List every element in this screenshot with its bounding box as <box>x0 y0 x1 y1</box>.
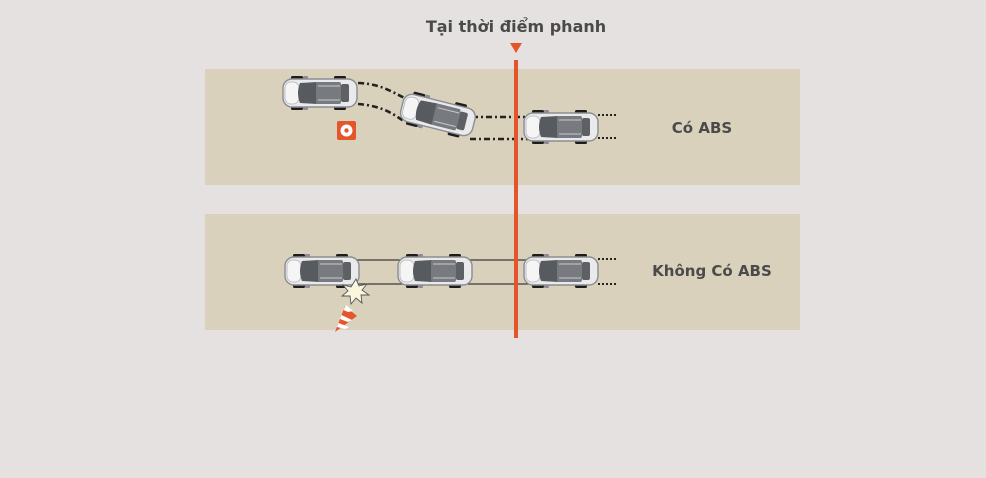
lane-no-abs: Không Có ABS <box>205 214 800 332</box>
skid-marks-abs <box>598 114 618 139</box>
diagram-title: Tại thời điểm phanh <box>426 17 606 36</box>
tire-tracks-abs <box>357 81 530 141</box>
car-no-abs-start <box>523 253 599 289</box>
car-abs-stopped <box>523 109 599 145</box>
impact-burst-icon <box>340 278 371 306</box>
lane-abs: Có ABS <box>205 69 800 185</box>
lane-label-no-abs: Không Có ABS <box>652 262 772 280</box>
triangle-down-icon <box>510 43 522 53</box>
car-no-abs-skid <box>397 253 473 289</box>
car-abs-start <box>282 75 358 111</box>
traffic-cone-icon <box>335 305 357 332</box>
skid-marks-no-abs <box>598 258 618 285</box>
lane-label-abs: Có ABS <box>672 119 732 137</box>
car-no-abs-crash <box>284 253 360 289</box>
obstacle-marker-icon <box>337 121 356 140</box>
